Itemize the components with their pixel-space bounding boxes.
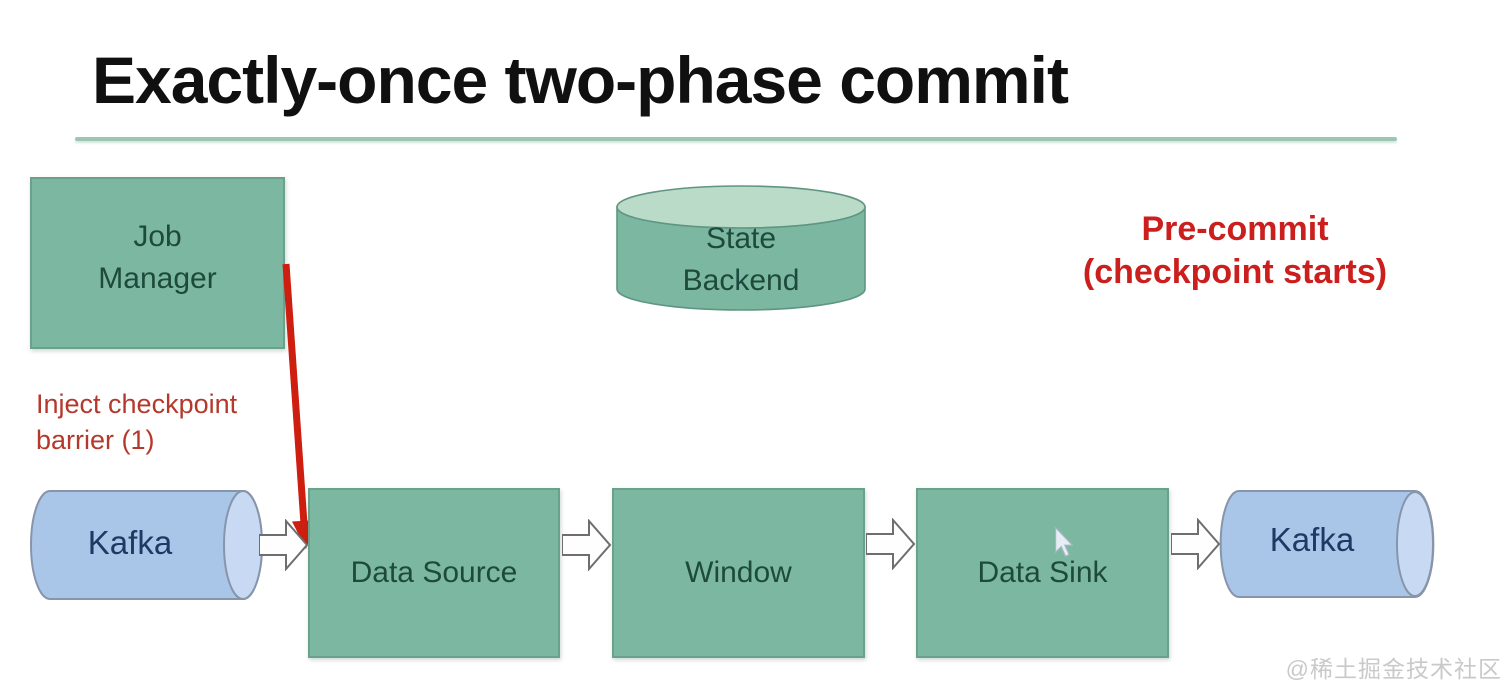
kafka-source-cylinder-icon <box>30 490 263 600</box>
data-source-node: Data Source <box>308 488 560 658</box>
page-title: Exactly-once two-phase commit <box>92 43 1069 117</box>
data-source-label: Data Source <box>350 556 518 589</box>
phase-label: Pre-commit (checkpoint starts) <box>1040 208 1430 294</box>
cursor-icon <box>1055 527 1074 557</box>
watermark: @稀土掘金技术社区 <box>1285 656 1502 682</box>
flow-arrow-icon <box>259 519 309 571</box>
inject-barrier-label-line2: barrier (1) <box>36 425 155 455</box>
window-label: Window <box>685 556 792 589</box>
phase-label-line1: Pre-commit <box>1141 210 1329 248</box>
job-manager-node: Job Manager <box>30 177 285 349</box>
title-underline <box>75 137 1397 141</box>
inject-barrier-label: Inject checkpoint barrier (1) <box>36 386 237 458</box>
flow-arrow-icon <box>866 518 916 570</box>
data-sink-label: Data Sink <box>977 556 1108 589</box>
flow-arrow-icon <box>562 519 612 571</box>
phase-label-line2: (checkpoint starts) <box>1082 253 1388 291</box>
window-node: Window <box>612 488 865 658</box>
job-manager-label-line2: Manager <box>98 262 217 295</box>
data-sink-node: Data Sink <box>916 488 1169 658</box>
flow-arrow-icon <box>1171 518 1221 570</box>
state-backend-cylinder-icon <box>616 185 866 311</box>
job-manager-label-line1: Job <box>133 220 182 253</box>
inject-barrier-label-line1: Inject checkpoint <box>36 389 238 419</box>
kafka-sink-cylinder-icon <box>1219 490 1435 598</box>
